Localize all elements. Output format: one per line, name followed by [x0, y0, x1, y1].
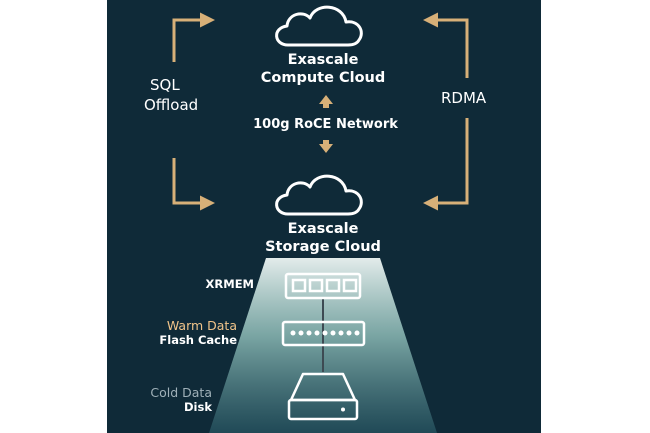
tier-xrmem-title: XRMEM	[205, 277, 254, 291]
storage-cloud-line1: Exascale	[287, 221, 359, 237]
rdma-arrow	[426, 20, 469, 203]
diagram-panel: Exascale Compute Cloud 100g RoCE Network…	[107, 0, 541, 433]
rdma-label: RDMA	[441, 89, 487, 107]
diagram-graphics	[172, 5, 469, 433]
tier-warm-title: Warm Data	[166, 318, 237, 333]
network-label: 100g RoCE Network	[253, 117, 398, 132]
tier-warm-subtitle: Flash Cache	[159, 333, 237, 347]
tier-cold-subtitle: Disk	[184, 400, 212, 414]
network-arrows	[319, 95, 333, 153]
storage-cloud-icon	[275, 174, 363, 216]
compute-cloud-line2: Compute Cloud	[260, 70, 386, 86]
sql-offload-label: SQL Offload	[144, 75, 198, 115]
tier-cold-label: Cold Data Disk	[150, 385, 212, 414]
tier-warm-label: Warm Data Flash Cache	[159, 318, 237, 347]
compute-cloud-label: Exascale Compute Cloud	[243, 51, 403, 87]
flash-card-icon	[281, 320, 366, 347]
compute-cloud-icon	[275, 5, 363, 47]
storage-cloud-line2: Storage Cloud	[265, 239, 381, 255]
tier-cold-title: Cold Data	[150, 385, 212, 400]
memory-module-icon	[284, 272, 362, 300]
sql-offload-arrow	[172, 20, 212, 203]
compute-cloud-line1: Exascale	[287, 52, 359, 68]
disk-drive-icon	[287, 372, 359, 421]
sql-offload-line2: Offload	[144, 96, 199, 114]
sql-offload-line1: SQL	[150, 76, 180, 94]
network-up-arrow	[319, 95, 333, 108]
network-down-arrow	[319, 140, 333, 153]
storage-cloud-label: Exascale Storage Cloud	[243, 220, 403, 256]
